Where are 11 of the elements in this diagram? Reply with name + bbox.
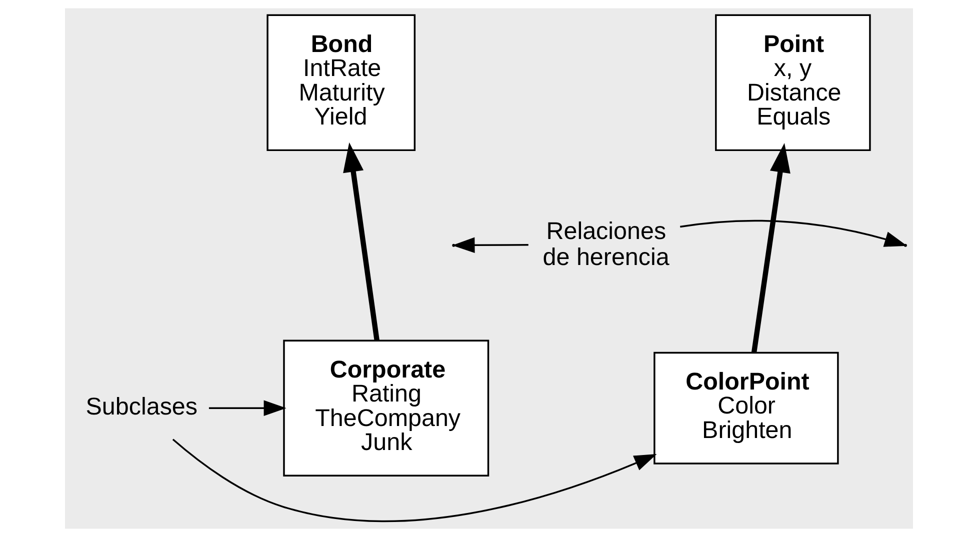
node-box: Corporate Rating TheCompany Junk: [282, 340, 489, 476]
node-box: Point x, y Distance Equals: [714, 14, 870, 152]
node-text: Subclases: [85, 394, 198, 421]
node-box: Bond IntRate Maturity Yield: [266, 14, 416, 152]
arrow: [342, 142, 379, 341]
arrow: [452, 237, 528, 254]
arrow: [750, 142, 790, 353]
arrow: [208, 400, 286, 416]
node-text: Relaciones de herencia: [542, 218, 669, 271]
arrow: [172, 438, 656, 522]
node-box: ColorPoint Color Brighten: [653, 352, 838, 464]
